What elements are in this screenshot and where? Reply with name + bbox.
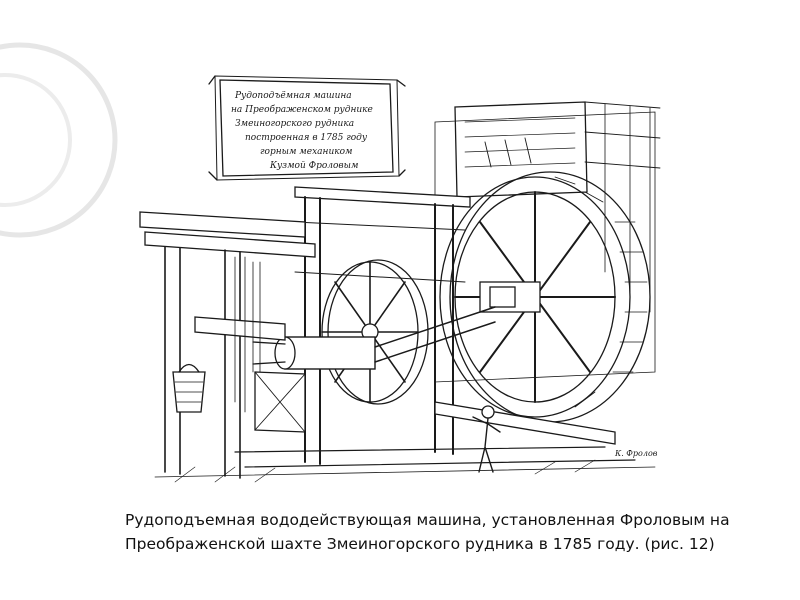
- shaft-structure: [139, 211, 316, 479]
- artist-signature: К. Фролов: [614, 449, 658, 458]
- signboard-line-3: Змеиногорского рудника: [235, 119, 354, 129]
- ore-bucket: [172, 363, 206, 413]
- timber-tower: [434, 101, 661, 383]
- deco-ring-inner: [0, 73, 72, 207]
- slide-caption: Рудоподъемная вододействующая машина, ус…: [125, 508, 765, 556]
- signboard-line-1: Рудоподъёмная машина: [234, 91, 352, 101]
- signboard-line-4: построенная в 1785 году: [245, 133, 368, 143]
- signboard: Рудоподъёмная машина на Преображенском р…: [208, 75, 406, 181]
- signboard-line-6: Кузмой Фроловым: [269, 161, 358, 171]
- water-wheel: [439, 171, 651, 423]
- caption-line-1: Рудоподъемная вододействующая машина, ус…: [125, 511, 730, 529]
- signboard-text: Рудоподъёмная машина на Преображенском р…: [231, 91, 373, 171]
- drum-axle: [252, 306, 496, 370]
- deco-ring-outer: [0, 42, 118, 238]
- signboard-line-2: на Преображенском руднике: [231, 104, 373, 115]
- drive-frame: [294, 186, 471, 465]
- caption-line-2: Преображенской шахте Змеиногорского рудн…: [125, 535, 715, 553]
- base-beams: [154, 371, 656, 483]
- signboard-line-5: горным механиком: [260, 147, 353, 157]
- worker-figure: [472, 405, 501, 473]
- water-wheel-machine-illustration: Рудоподъёмная машина на Преображенском р…: [139, 75, 661, 483]
- slide-decoration: [0, 42, 118, 238]
